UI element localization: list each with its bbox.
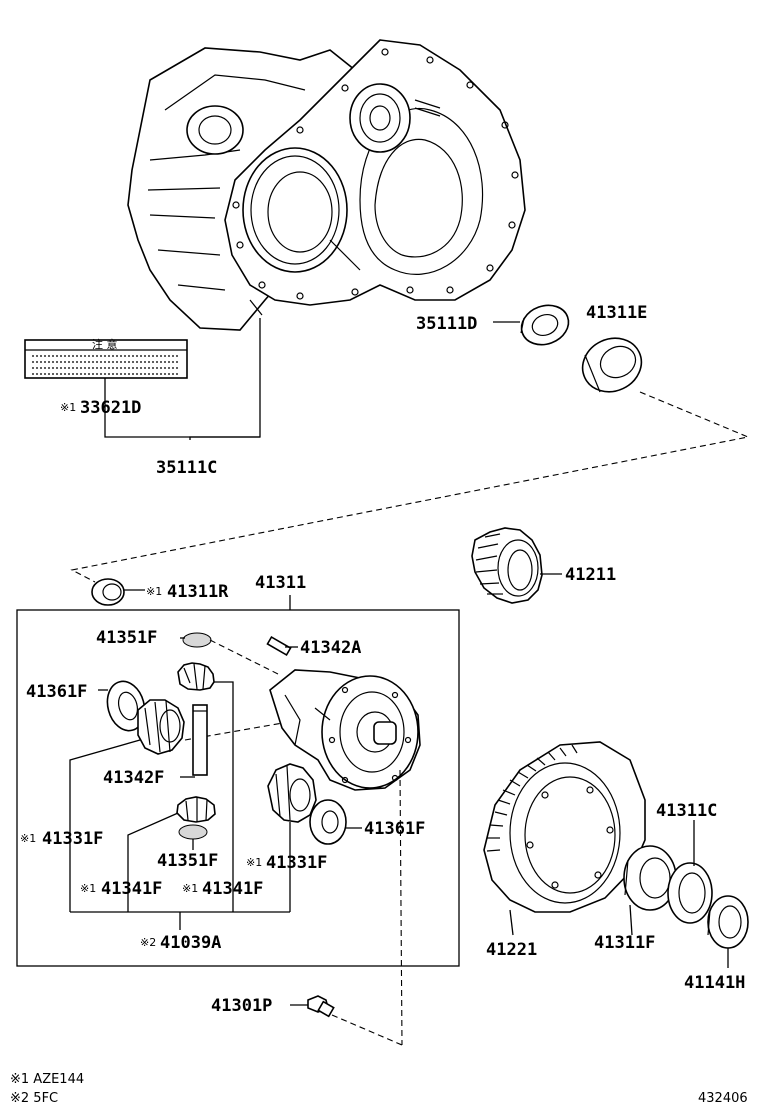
label-33621D: 33621D [80,398,141,418]
pinion-shaft-41342F [192,704,208,776]
sticker-heading: 注 意 [92,337,118,351]
note-1: ※1 AZE144 [10,1072,84,1087]
mark-1-33621D: ※1 [60,401,76,414]
label-35111D: 35111D [416,314,477,334]
label-41221: 41221 [486,940,537,960]
label-41341F-left: 41341F [101,879,162,899]
label-41039A: 41039A [160,933,221,953]
bearing-race-41311C [667,862,713,924]
label-41311: 41311 [255,573,306,593]
label-41311C: 41311C [656,801,717,821]
label-41311F: 41311F [594,933,655,953]
label-41351F-top: 41351F [96,628,157,648]
pinion-gear-top [177,662,215,691]
diagram-number: 432406 [698,1091,748,1106]
differential-case [269,669,421,791]
transaxle-housing-drawing [127,39,526,331]
bearing-41311E [581,337,643,393]
side-gear-left [137,699,185,755]
note-2: ※2 5FC [10,1091,58,1106]
bolt-41301P [307,995,335,1018]
label-41361F-left: 41361F [26,682,87,702]
oil-seal-35111D [520,304,570,346]
mark-1-41311R: ※1 [146,585,162,598]
mark-1-41331F-left: ※1 [20,832,36,845]
label-41331F-left: 41331F [42,829,103,849]
label-41331F-right: 41331F [266,853,327,873]
side-gear-right [267,763,317,823]
mark-1-41341F-left: ※1 [80,882,96,895]
label-41311E: 41311E [586,303,647,323]
washer-41351F-top [182,632,212,648]
label-41311R: 41311R [167,582,229,602]
label-41141H: 41141H [684,973,745,993]
label-41341F-right: 41341F [202,879,263,899]
mark-1-41341F-right: ※1 [182,882,198,895]
gear-41211 [471,527,543,604]
label-41211: 41211 [565,565,616,585]
washer-41351F-bottom [178,824,208,840]
pin-41342A [266,635,292,657]
label-41342A: 41342A [300,638,361,658]
bearing-41311R [91,578,125,606]
thrust-washer-41361F-right [309,799,347,845]
label-41351F-bottom: 41351F [157,851,218,871]
label-41361F-right: 41361F [364,819,425,839]
label-41301P: 41301P [211,996,272,1016]
ring-gear-41221 [483,741,646,913]
pinion-gear-bottom [176,796,216,823]
oil-seal-41141H [707,895,749,949]
caution-label-sticker: 注 意 [24,337,188,379]
thrust-washer-41361F-left [106,680,146,732]
label-41342F: 41342F [103,768,164,788]
differential-assembly-box [16,609,460,967]
mark-1-41331F-right: ※1 [246,856,262,869]
label-35111C: 35111C [156,458,217,478]
mark-2-41039A: ※2 [140,936,156,949]
